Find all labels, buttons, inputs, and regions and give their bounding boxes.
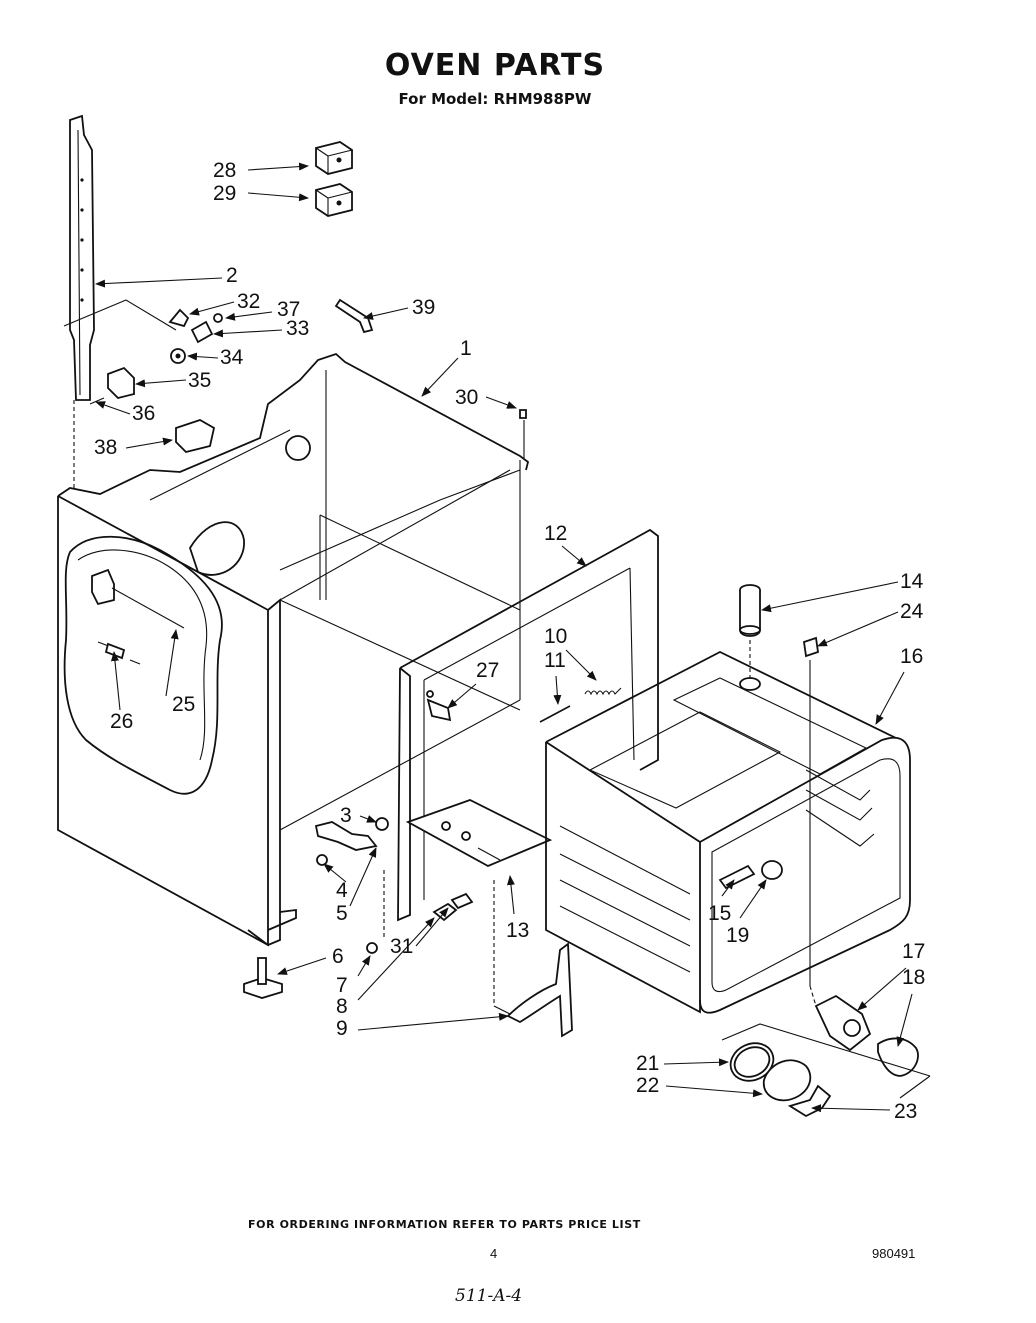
page-number: 4 xyxy=(490,1246,498,1261)
callout-33: 33 xyxy=(286,317,309,340)
callout-38: 38 xyxy=(94,436,117,459)
callout-10: 10 xyxy=(544,625,567,648)
callout-25: 25 xyxy=(172,693,195,716)
callout-9: 9 xyxy=(336,1017,348,1040)
part-9-door-hinge xyxy=(493,880,573,1038)
part-24-gasket xyxy=(803,636,819,658)
callout-3: 3 xyxy=(340,804,352,827)
part-2-side-rail xyxy=(69,114,95,490)
leader-lines xyxy=(95,162,913,1113)
callout-7: 7 xyxy=(336,974,348,997)
part-11-rod xyxy=(539,705,571,723)
part-16-oven-liner xyxy=(545,650,911,1014)
part-14-vent-tube xyxy=(739,584,761,680)
cutaway-insulation xyxy=(63,535,223,795)
part-27-switch xyxy=(426,698,452,722)
callout-12: 12 xyxy=(544,522,567,545)
callout-17: 17 xyxy=(902,940,925,963)
parts-15-19-sensor xyxy=(718,860,783,890)
document-number: 980491 xyxy=(872,1246,916,1261)
callout-8: 8 xyxy=(336,995,348,1018)
callout-19: 19 xyxy=(726,924,749,947)
part-10-spring xyxy=(584,687,622,696)
callout-13: 13 xyxy=(506,919,529,942)
callout-11: 11 xyxy=(544,649,566,672)
part-29-block xyxy=(315,183,353,217)
callout-31: 31 xyxy=(390,935,413,958)
parts-21-22-23-lens xyxy=(721,1023,931,1118)
part-12-front-frame xyxy=(397,528,659,922)
part-13-hinge-plate xyxy=(405,799,553,867)
ordering-footer: FOR ORDERING INFORMATION REFER TO PARTS … xyxy=(248,1218,641,1231)
callout-39: 39 xyxy=(412,296,435,319)
part-1-chassis xyxy=(57,352,530,947)
callout-34: 34 xyxy=(220,346,244,369)
part-28-block xyxy=(315,141,353,175)
hardware-cluster xyxy=(63,299,223,453)
callout-2: 2 xyxy=(226,264,238,287)
callout-5: 5 xyxy=(336,902,348,925)
callout-29: 29 xyxy=(213,182,236,205)
page-title: OVEN PARTS xyxy=(384,48,606,83)
callout-37: 37 xyxy=(277,298,300,321)
callout-30: 30 xyxy=(455,386,478,409)
parts-3-4-5-hinge xyxy=(314,817,389,866)
callout-27: 27 xyxy=(476,659,499,682)
parts-17-18-light xyxy=(809,985,919,1077)
callout-labels: 1234567891011121314151617181921222324252… xyxy=(94,159,925,1123)
callout-6: 6 xyxy=(332,945,344,968)
callout-32: 32 xyxy=(237,290,260,313)
handwritten-note: 511-A-4 xyxy=(455,1286,523,1306)
model-subtitle: For Model: RHM988PW xyxy=(398,90,592,108)
callout-35: 35 xyxy=(188,369,211,392)
callout-28: 28 xyxy=(213,159,236,182)
callout-21: 21 xyxy=(636,1052,659,1075)
callout-14: 14 xyxy=(900,570,924,593)
callout-23: 23 xyxy=(894,1100,917,1123)
callout-1: 1 xyxy=(460,337,472,360)
callout-24: 24 xyxy=(900,600,924,623)
callout-4: 4 xyxy=(336,879,348,902)
part-39-bracket xyxy=(334,298,374,334)
callout-16: 16 xyxy=(900,645,923,668)
part-6-leg xyxy=(243,957,283,999)
callout-26: 26 xyxy=(110,710,133,733)
callout-15: 15 xyxy=(708,902,731,925)
callout-36: 36 xyxy=(132,402,155,425)
callout-18: 18 xyxy=(902,966,925,989)
callout-22: 22 xyxy=(636,1074,659,1097)
parts-7-8-31-hardware xyxy=(366,870,474,954)
